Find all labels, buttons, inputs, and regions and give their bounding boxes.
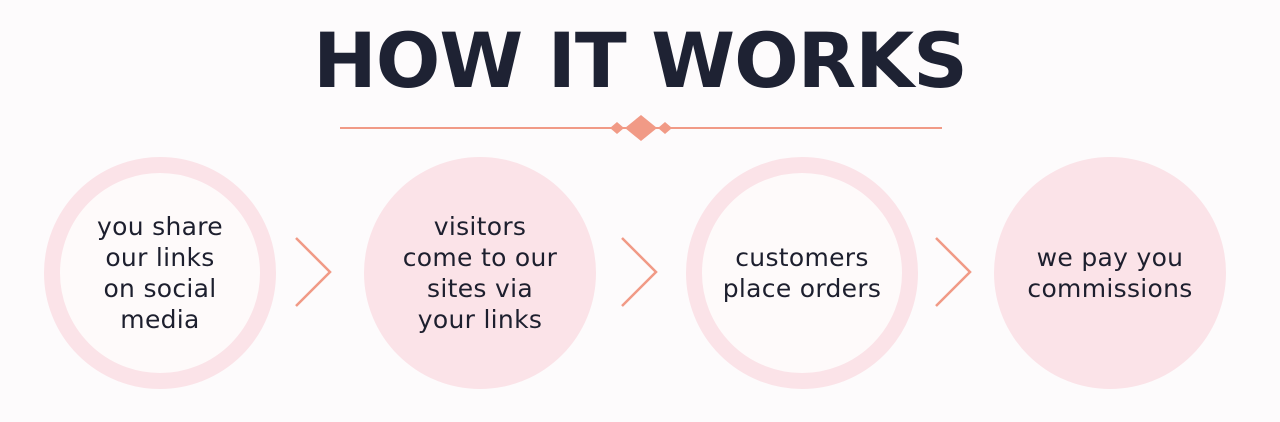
step-4-circle: we pay you commissions <box>994 157 1226 389</box>
step-1-label: you share our links on social media <box>97 212 223 334</box>
decorative-divider <box>340 115 942 141</box>
small-diamond-right-icon <box>658 122 672 134</box>
step-3-circle: customers place orders <box>686 157 918 389</box>
chevron-right-icon <box>935 237 972 307</box>
step-2-label: visitors come to our sites via your link… <box>402 212 558 334</box>
chevron-right-icon <box>295 237 332 307</box>
page-title: HOW IT WORKS <box>313 16 968 105</box>
step-2-circle: visitors come to our sites via your link… <box>364 157 596 389</box>
small-diamond-left-icon <box>610 122 624 134</box>
step-3-label: customers place orders <box>722 243 882 303</box>
large-diamond-icon <box>625 115 657 141</box>
step-1-circle: you share our links on social media <box>44 157 276 389</box>
step-4-label: we pay you commissions <box>1027 243 1193 303</box>
chevron-right-icon <box>621 237 658 307</box>
